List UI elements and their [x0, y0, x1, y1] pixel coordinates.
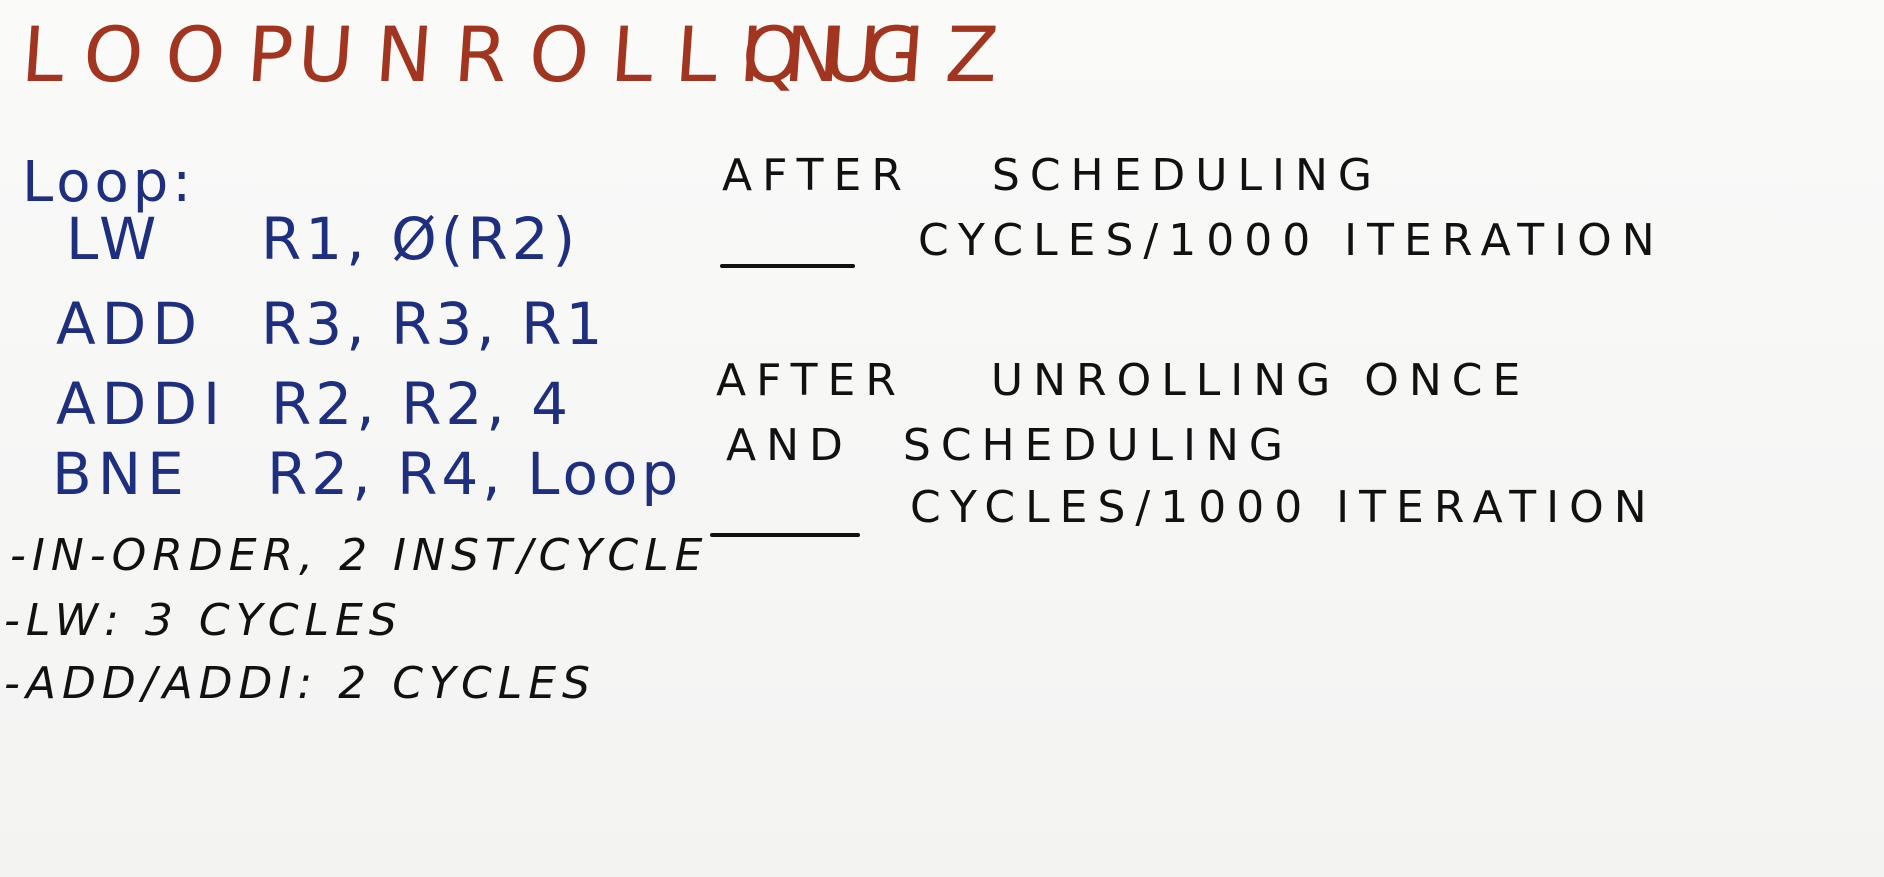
note-in-order: -IN-ORDER, 2 INST/CYCLE [10, 530, 709, 581]
loop-label: Loop: [22, 150, 196, 215]
operands: R3, R3, R1 [261, 290, 607, 358]
q2-answer-blank[interactable] [710, 533, 860, 537]
mnemonic: ADD [56, 290, 203, 358]
title-word-loop: LOOP [18, 10, 319, 99]
mnemonic: ADDI [56, 370, 227, 438]
mnemonic: BNE [52, 440, 190, 508]
q2-heading-and: AND [726, 420, 853, 471]
code-line-bne: BNE R2, R4, Loop [52, 440, 682, 508]
code-line-lw: LW R1, Ø(R2) [66, 205, 579, 273]
q2-heading-line1: AFTER UNROLLING ONCE [716, 355, 1530, 406]
q2-heading-line2: AND SCHEDULING [726, 420, 1293, 471]
q2-answer-suffix: CYCLES/1000 ITERATION [910, 482, 1657, 533]
code-line-add: ADD R3, R3, R1 [56, 290, 606, 358]
code-line-addi: ADDI R2, R2, 4 [56, 370, 572, 438]
operands: R2, R2, 4 [271, 370, 573, 438]
note-lw-latency: -LW: 3 CYCLES [4, 595, 403, 646]
operands: R1, Ø(R2) [261, 205, 580, 273]
q2-heading-unrolling-once: UNROLLING ONCE [990, 355, 1531, 406]
q1-heading: AFTER SCHEDULING [722, 150, 1382, 201]
operands: R2, R4, Loop [267, 440, 683, 508]
title-word-quiz: QUIZ [738, 10, 1024, 99]
q1-answer-suffix: CYCLES/1000 ITERATION [918, 215, 1665, 266]
note-add-latency: -ADD/ADDI: 2 CYCLES [4, 658, 596, 709]
q1-answer-blank[interactable] [720, 264, 855, 268]
q2-heading-after: AFTER [716, 355, 906, 406]
q1-heading-scheduling: SCHEDULING [991, 150, 1383, 201]
q2-heading-scheduling: SCHEDULING [902, 420, 1294, 471]
mnemonic: LW [66, 205, 163, 273]
q1-heading-after: AFTER [722, 150, 912, 201]
